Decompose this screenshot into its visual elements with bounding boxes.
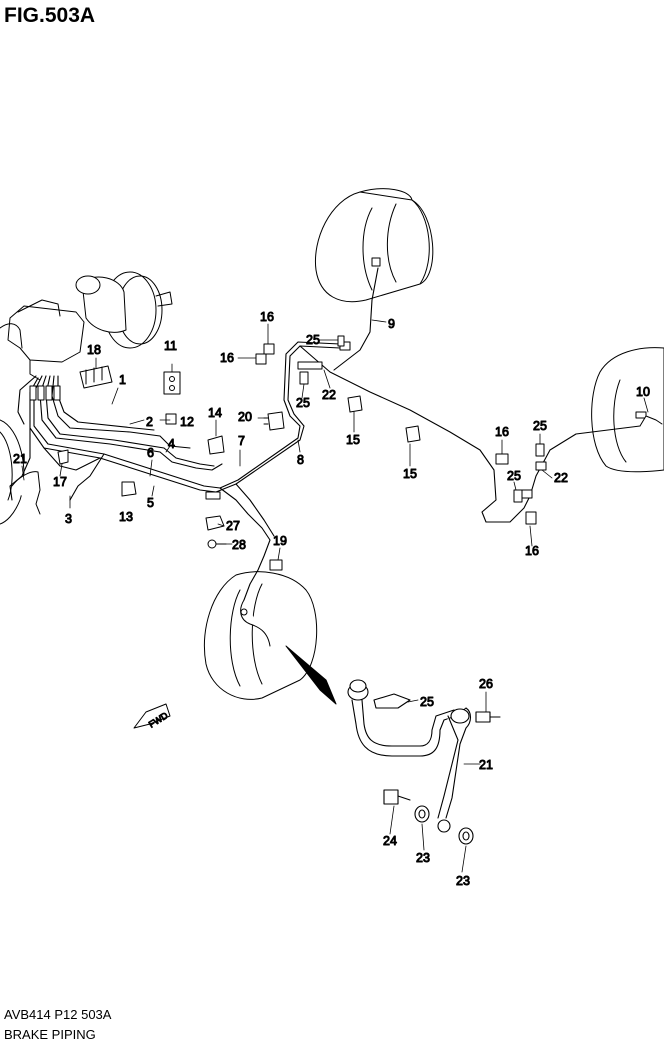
callout-9: 9 xyxy=(388,317,395,331)
callout-16c: 16 xyxy=(495,425,509,439)
callout-28: 28 xyxy=(232,538,246,552)
figure-title: FIG.503A xyxy=(4,4,96,27)
brake-booster xyxy=(75,271,173,349)
callout-18: 18 xyxy=(87,343,101,357)
callout-11: 11 xyxy=(164,339,177,353)
left-partial-tire xyxy=(0,419,25,525)
pipe-fittings xyxy=(29,257,647,500)
callout-8: 8 xyxy=(297,453,304,467)
callout-22b: 22 xyxy=(554,471,568,485)
callout-21a: 21 xyxy=(13,452,27,466)
model-code: AVB414 P12 503A xyxy=(4,1007,112,1022)
callout-labels: 1 2 3 4 5 6 7 8 9 10 11 12 13 14 15 15 1… xyxy=(13,310,651,889)
callout-16d: 16 xyxy=(525,544,539,558)
callout-10: 10 xyxy=(636,385,650,399)
callout-25d: 25 xyxy=(507,469,521,483)
detail-arrow xyxy=(285,645,337,705)
brake-hose-detail xyxy=(347,679,501,845)
callout-4: 4 xyxy=(168,437,175,451)
callout-25c: 25 xyxy=(533,419,547,433)
callout-1: 1 xyxy=(119,373,126,387)
callout-23b: 23 xyxy=(456,874,470,888)
small-parts xyxy=(11,335,663,647)
callout-7: 7 xyxy=(238,434,245,448)
callout-21b: 21 xyxy=(479,758,493,772)
callout-23a: 23 xyxy=(416,851,430,865)
callout-17: 17 xyxy=(53,475,67,489)
callout-22a: 22 xyxy=(322,388,336,402)
callout-25e: 25 xyxy=(420,695,434,709)
callout-6: 6 xyxy=(147,446,154,460)
master-cylinder xyxy=(0,299,85,381)
callout-15a: 15 xyxy=(346,433,360,447)
callout-16b: 16 xyxy=(220,351,234,365)
leader-lines xyxy=(21,319,649,873)
fwd-arrow: FWD xyxy=(133,703,171,730)
diagram-caption: BRAKE PIPING xyxy=(4,1027,96,1042)
callout-15b: 15 xyxy=(403,467,417,481)
callout-13: 13 xyxy=(119,510,133,524)
front-right-tire xyxy=(314,188,434,303)
callout-20: 20 xyxy=(238,410,252,424)
callout-16a: 16 xyxy=(260,310,274,324)
callout-2: 2 xyxy=(146,415,153,429)
callout-3: 3 xyxy=(65,512,72,526)
callout-5: 5 xyxy=(147,496,154,510)
callout-12: 12 xyxy=(180,415,194,429)
callout-27: 27 xyxy=(226,519,240,533)
callout-26: 26 xyxy=(479,677,493,691)
callout-25b: 25 xyxy=(296,396,310,410)
callout-19: 19 xyxy=(273,534,287,548)
callout-14: 14 xyxy=(208,406,222,420)
rear-right-tire xyxy=(591,347,664,473)
callout-25a: 25 xyxy=(306,333,320,347)
front-left-tire xyxy=(203,571,318,700)
callout-24: 24 xyxy=(383,834,397,848)
